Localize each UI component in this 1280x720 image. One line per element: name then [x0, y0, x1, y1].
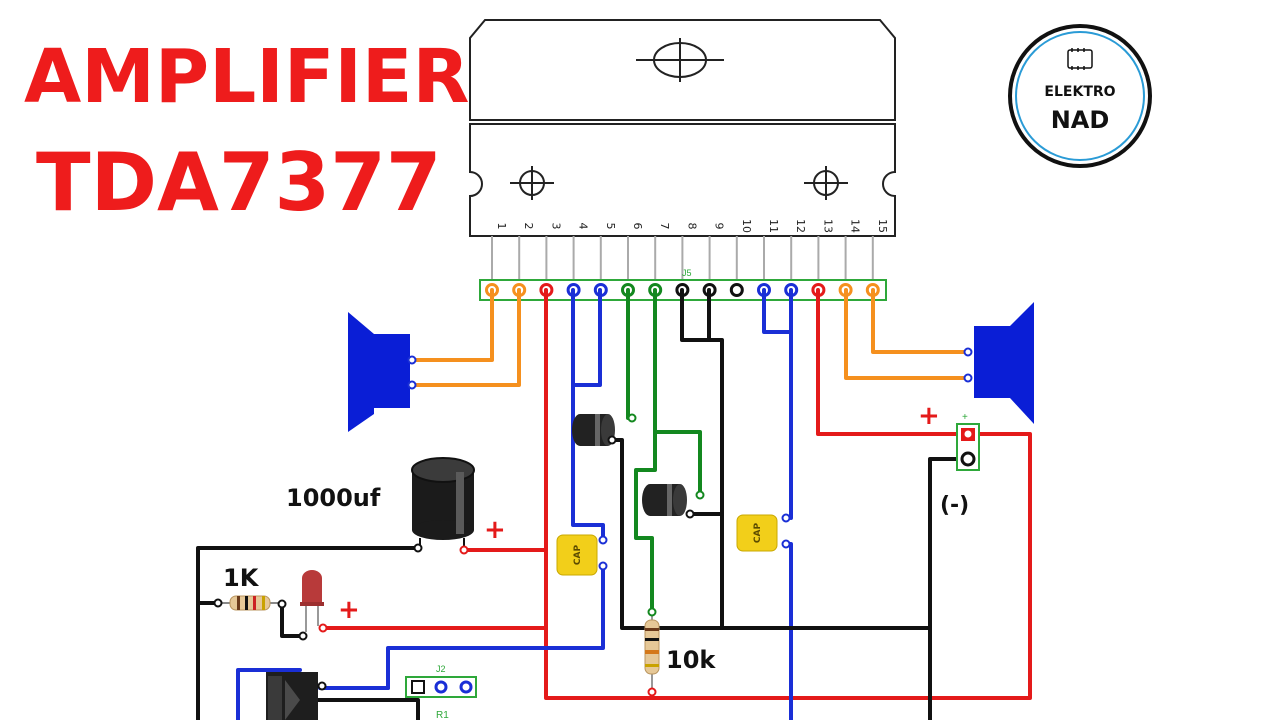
res-1k-label: 1K	[223, 564, 260, 592]
logo-text-top: ELEKTRO	[1044, 84, 1115, 100]
ic-pin-number: 12	[794, 219, 807, 233]
cap-1000uf-label: 1000uf	[286, 484, 381, 512]
ic-pin-number: 11	[767, 219, 780, 233]
resistor-1k	[222, 595, 282, 611]
ic-pin-number: 1	[495, 223, 508, 230]
ic-pin-number: 13	[821, 219, 834, 233]
ic-pin-number: 15	[876, 219, 889, 233]
power-minus-label: (-)	[940, 493, 969, 518]
electrolytic-cap-2	[642, 484, 687, 516]
title-line-1: AMPLIFIER	[24, 34, 469, 120]
ic-pin-number: 9	[713, 223, 726, 230]
ic-pin-number: 14	[849, 219, 862, 233]
terminal-pads	[407, 347, 973, 390]
input-r1-label: R1	[436, 710, 449, 720]
input-j-label: J2	[436, 664, 446, 674]
resistor-10k	[644, 614, 660, 690]
elektronad-logo: ELEKTRO NAD	[1008, 24, 1152, 168]
ic-pin-number: 6	[631, 223, 644, 230]
ic-pin-number: 3	[549, 223, 562, 230]
capacitor-1000uf	[411, 457, 475, 550]
crosshair-icon	[510, 166, 554, 200]
ic-pin-number: 8	[685, 223, 698, 230]
ic-pin-pad	[729, 283, 744, 297]
film-capacitor-2: CAP	[736, 514, 778, 552]
crosshair-icon	[636, 38, 724, 82]
speaker-right-icon	[974, 302, 1034, 424]
res-10k-label: 10k	[666, 646, 716, 674]
power-connector: +	[956, 412, 980, 471]
chip-icon	[1067, 48, 1093, 70]
cap-label: CAP	[753, 523, 763, 544]
ic-pin-number: 10	[740, 219, 753, 233]
potentiometer-icon	[266, 672, 327, 720]
header-label: J5	[682, 268, 692, 278]
power-plus-small: +	[962, 412, 968, 423]
ic-pin-number: 5	[604, 223, 617, 230]
ic-pin-number: 7	[658, 223, 671, 230]
electrolytic-cap-1	[572, 414, 615, 446]
cap-label: CAP	[573, 545, 583, 566]
power-plus-label: +	[918, 401, 940, 431]
cap-1000uf-plus: +	[484, 515, 506, 545]
ic-pin-number: 4	[577, 223, 590, 230]
led-icon	[300, 570, 324, 632]
led-plus-label: +	[338, 595, 360, 625]
film-capacitor-1: CAP	[556, 534, 598, 576]
input-connector: J2 R1	[405, 664, 477, 720]
speaker-left-icon	[348, 312, 410, 432]
ic-pin-number: 2	[522, 223, 535, 230]
title-line-2: TDA7377	[36, 136, 442, 229]
wiring	[196, 288, 1032, 720]
logo-text-bottom: NAD	[1051, 106, 1110, 134]
crosshair-icon	[804, 166, 848, 200]
